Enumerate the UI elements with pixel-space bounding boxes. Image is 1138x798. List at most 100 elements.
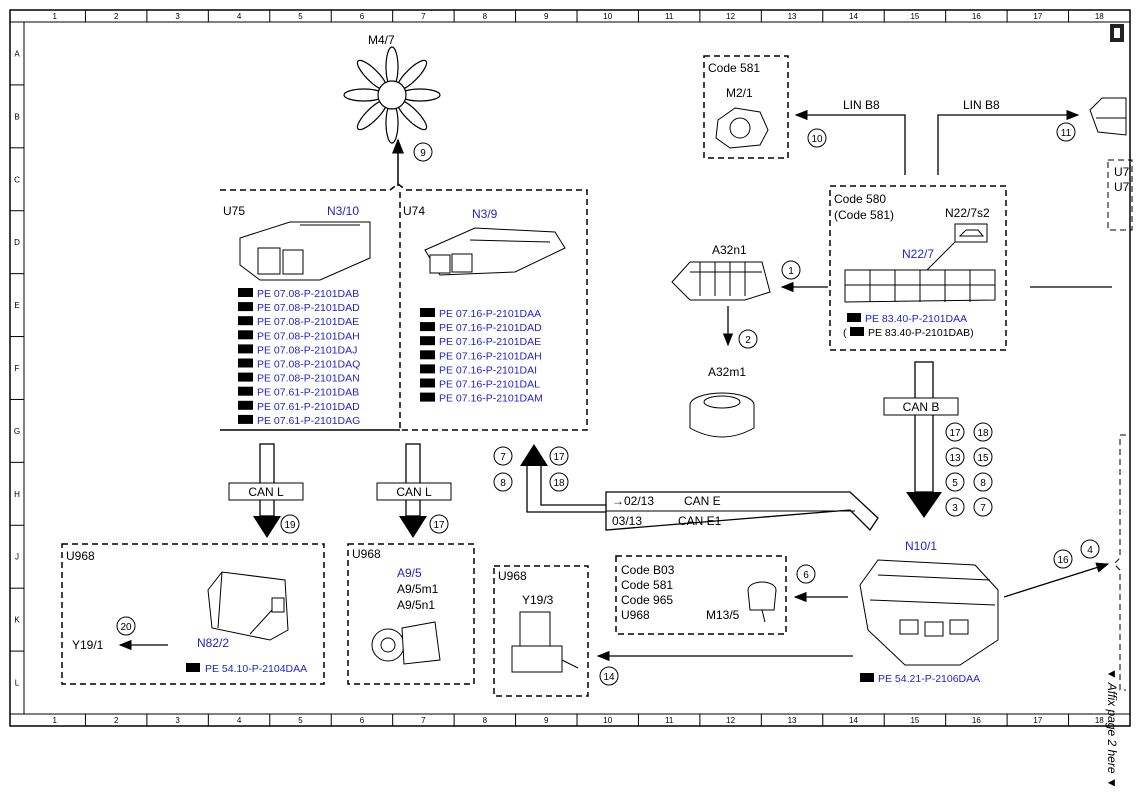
reference-link[interactable]: PE 07.08-P-2101DAH — [257, 330, 360, 342]
reference-link[interactable]: PE 07.16-P-2101DAL — [439, 379, 540, 391]
grid-row-label: C — [14, 175, 20, 184]
callout-circle — [973, 497, 993, 517]
n10-ref: PE 54.21-P-2106DAA — [878, 673, 980, 685]
u74-group: U74 — [403, 204, 425, 218]
reference-link[interactable]: PE 07.08-P-2101DAN — [257, 373, 360, 385]
reference-link[interactable]: PE 07.08-P-2101DAE — [257, 316, 359, 328]
codes-box — [615, 555, 787, 635]
grid-col-label: 9 — [544, 12, 549, 21]
n22-ref2-prefix: ( — [843, 327, 847, 339]
svg-text:6: 6 — [803, 570, 809, 581]
y191-label: Y19/1 — [72, 638, 104, 652]
reference-icon — [238, 372, 253, 382]
grid-col-label: 7 — [421, 12, 426, 21]
callout-circle — [945, 447, 965, 467]
n10-id: N10/1 — [905, 539, 937, 553]
can-l-right-arrowhead — [399, 516, 427, 538]
car-icon — [958, 229, 985, 237]
grid-col-label: 3 — [175, 12, 180, 21]
callout-number: 8 — [980, 478, 986, 489]
callout-circle — [973, 472, 993, 492]
callout-7: 7 — [493, 446, 513, 466]
motor-m21-icon — [715, 107, 769, 149]
svg-text:4: 4 — [1087, 545, 1093, 556]
callout-number: 5 — [952, 478, 958, 489]
n22-ref2-icon — [850, 327, 864, 336]
svg-text:19: 19 — [284, 520, 296, 531]
u75-refs: PE 07.08-P-2101DAB PE 07.08-P-2101DAD PE 0… — [238, 288, 360, 427]
grid-col-label: 2 — [114, 716, 119, 725]
grid-col-label: 15 — [910, 12, 919, 21]
reference-link[interactable]: PE 07.16-P-2101DAH — [439, 350, 542, 362]
code-line: Code 965 — [621, 593, 673, 607]
lin-left-label: LIN B8 — [843, 98, 880, 112]
callout-circle — [945, 497, 965, 517]
reference-link[interactable]: PE 07.08-P-2101DAD — [257, 302, 360, 314]
a32m1-label: A32m1 — [708, 365, 746, 379]
grid-col-label: 9 — [544, 716, 549, 725]
reference-link[interactable]: PE 07.08-P-2101DAJ — [257, 344, 357, 356]
reference-link[interactable]: PE 07.08-P-2101DAB — [257, 288, 359, 300]
a32n1-label: A32n1 — [712, 243, 747, 257]
grid-row-label: K — [14, 616, 20, 625]
a95n1-label: A9/5n1 — [397, 598, 435, 612]
reference-link[interactable]: PE 07.16-P-2101DAI — [439, 364, 537, 376]
reference-icon — [420, 364, 435, 374]
u968-a-ref: PE 54.10-P-2104DAA — [205, 663, 307, 675]
right-brace — [1113, 434, 1126, 691]
affix-note: ▼ Affix page 2 here ▼ — [1105, 668, 1119, 789]
can-l-right-label: CAN L — [396, 485, 432, 499]
reference-link[interactable]: PE 07.16-P-2101DAD — [439, 322, 542, 334]
n22-ref2: PE 83.40-P-2101DAB) — [868, 327, 974, 339]
callout-number: 15 — [977, 453, 989, 464]
m135-label: M13/5 — [706, 608, 740, 622]
grid-col-label: 4 — [237, 716, 242, 725]
reference-link[interactable]: PE 07.61-P-2101DAD — [257, 401, 360, 413]
svg-text:11: 11 — [1061, 128, 1072, 139]
frame — [9, 9, 1131, 727]
grid-col-label: 16 — [972, 716, 981, 725]
can-l-left-arrowhead — [253, 516, 281, 538]
grid-col-label: 17 — [1033, 716, 1042, 725]
callout-16: 16 — [1053, 549, 1073, 569]
svg-text:17: 17 — [433, 520, 445, 531]
callout-4: 4 — [1080, 539, 1100, 559]
svg-text:1: 1 — [788, 266, 794, 277]
reference-link[interactable]: PE 07.61-P-2101DAG — [257, 415, 360, 427]
grid-col-label: 16 — [972, 12, 981, 21]
reference-icon — [238, 400, 253, 410]
reference-link[interactable]: PE 07.61-P-2101DAB — [257, 387, 359, 399]
grid-col-label: 3 — [175, 716, 180, 725]
callout-8: 8 — [493, 472, 513, 492]
reference-icon — [420, 308, 435, 317]
reference-link[interactable]: PE 07.16-P-2101DAE — [439, 336, 541, 348]
solenoid-valve-icon — [511, 611, 579, 673]
n22-ref1-icon — [847, 313, 861, 322]
grid-col-label: 10 — [603, 12, 612, 21]
grid-row-label: G — [14, 427, 20, 436]
grid-col-label: 15 — [910, 716, 919, 725]
callout-number: 13 — [949, 453, 961, 464]
callout-2: 2 — [738, 329, 758, 349]
reference-icon — [420, 392, 435, 402]
grid-col-label: 18 — [1095, 716, 1104, 725]
reference-link[interactable]: PE 07.16-P-2101DAA — [439, 308, 541, 320]
grid-row-label: B — [14, 112, 19, 121]
n10-ref-icon — [860, 673, 874, 682]
ecu-u74-icon — [424, 227, 566, 276]
n82-id: N82/2 — [197, 636, 229, 650]
grid-row-label: D — [14, 238, 20, 247]
callout-circle — [945, 422, 965, 442]
grid-col-label: 14 — [849, 716, 858, 725]
reference-icon — [420, 336, 435, 346]
grid-col-label: 13 — [788, 12, 797, 21]
svg-text:18: 18 — [553, 478, 565, 489]
grid-col-label: 10 — [603, 716, 612, 725]
reference-icon — [238, 288, 253, 297]
reference-link[interactable]: PE 07.16-P-2101DAM — [439, 393, 543, 405]
reference-link[interactable]: PE 07.08-P-2101DAQ — [257, 359, 360, 371]
component-cut-icon — [1089, 97, 1127, 136]
callout-1: 1 — [781, 260, 801, 280]
n22-code: Code 580 — [834, 192, 886, 206]
u968-c-group: U968 — [498, 569, 527, 583]
